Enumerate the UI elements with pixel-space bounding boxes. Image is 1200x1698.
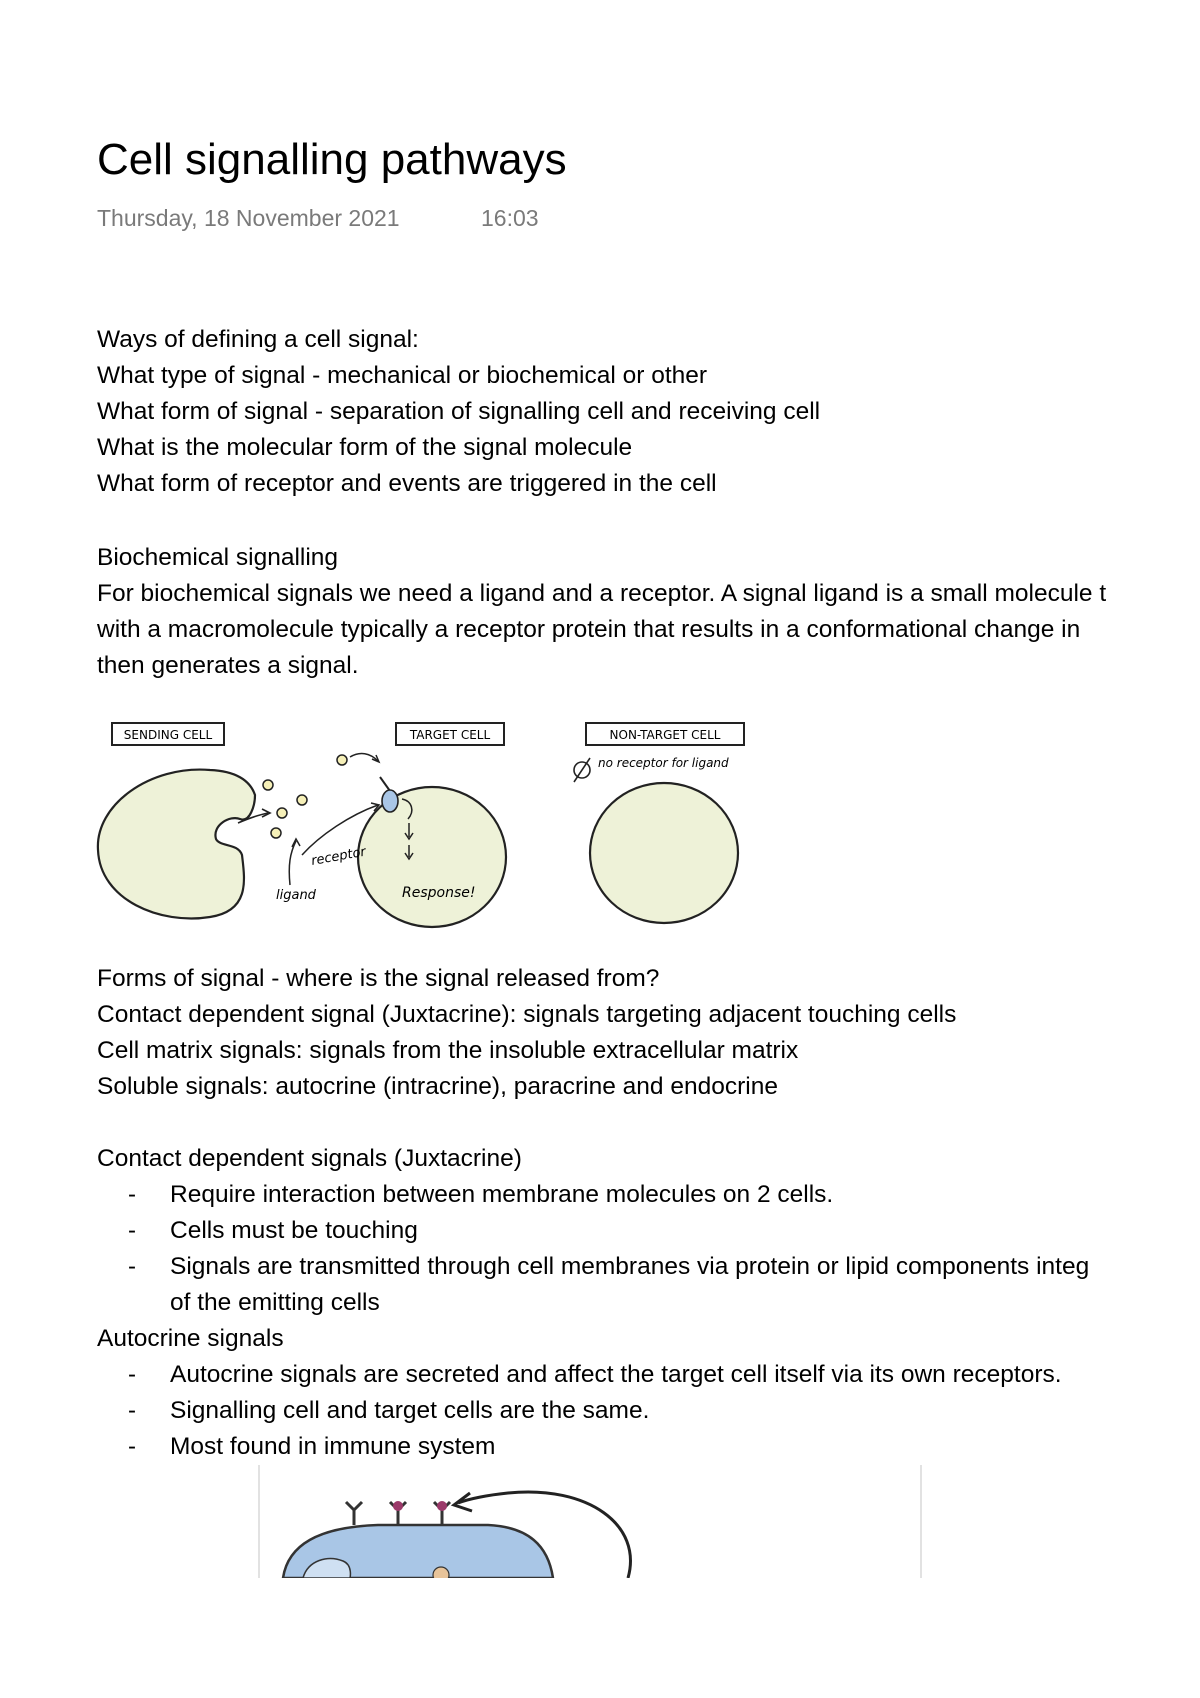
empty-set-icon [573,761,591,779]
ligand-bound [437,1501,447,1511]
non-target-cell-label: NON-TARGET CELL [610,728,721,742]
receptor-head [381,789,399,813]
target-cell-label: TARGET CELL [409,728,491,742]
target-cell-label-box [395,722,505,746]
ways-heading: Ways of defining a cell signal: [97,326,419,353]
organelle [432,1566,450,1578]
sending-cell-label: SENDING CELL [124,728,213,742]
ways-item: What form of receptor and events are tri… [97,470,717,497]
binding-arrow [349,752,379,762]
ligand-pointer [288,840,297,886]
bullet-marker: - [128,1253,136,1280]
non-target-cell-label-box [585,722,745,746]
ligand-molecule [276,807,288,819]
contact-bullet: Require interaction between membrane mol… [170,1181,834,1208]
autocrine-heading: Autocrine signals [97,1325,284,1352]
forms-item: Contact dependent signal (Juxtacrine): s… [97,1001,957,1028]
autocrine-bullet: Signalling cell and target cells are the… [170,1397,650,1424]
receptor-stalk [379,776,391,792]
target-cell [356,785,508,929]
forms-item: Cell matrix signals: signals from the in… [97,1037,799,1064]
ligand-molecule [296,794,308,806]
contact-bullet-continuation: of the emitting cells [170,1289,380,1316]
page-title: Cell signalling pathways [97,135,567,184]
contact-bullet: Signals are transmitted through cell mem… [170,1253,1090,1280]
non-target-cell [588,781,740,925]
bullet-marker: - [128,1217,136,1244]
ligand-label: ligand [276,888,317,903]
autocrine-diagram [258,1465,923,1578]
bullet-marker: - [128,1397,136,1424]
forms-item: Soluble signals: autocrine (intracrine),… [97,1073,778,1100]
autocrine-bullet: Autocrine signals are secreted and affec… [170,1361,1062,1388]
page-date: Thursday, 18 November 2021 [97,205,400,231]
ways-item: What type of signal - mechanical or bioc… [97,362,708,389]
bullet-marker: - [128,1181,136,1208]
page-time: 16:03 [481,205,539,231]
ligand-molecule [262,779,274,791]
cell-signalling-diagram: SENDING CELL TARGET CELL NON-TARGET CELL… [96,722,745,929]
nucleus [302,1557,352,1578]
response-label: Response! [402,885,475,901]
biochemical-line: then generates a signal. [97,652,359,679]
bullet-marker: - [128,1361,136,1388]
autocrine-bullet: Most found in immune system [170,1433,496,1460]
ligand-bound [393,1501,403,1511]
sending-cell-label-box [111,722,225,746]
autocrine-cell [281,1523,555,1578]
bullet-marker: - [128,1433,136,1460]
sending-cell [96,768,257,920]
biochemical-heading: Biochemical signalling [97,544,339,571]
forms-heading: Forms of signal - where is the signal re… [97,965,660,992]
contact-bullet: Cells must be touching [170,1217,418,1244]
ligand-molecule [270,827,282,839]
autocrine-feedback-arrow [457,1490,632,1578]
biochemical-line: with a macromolecule typically a recepto… [97,616,1081,643]
ligand-molecule [336,754,348,766]
ways-item: What form of signal - separation of sign… [97,398,821,425]
ways-item: What is the molecular form of the signal… [97,434,633,461]
secretion-arrow [237,812,269,824]
no-receptor-note: no receptor for ligand [598,756,729,770]
receptor-pointer [301,804,379,856]
contact-heading: Contact dependent signals (Juxtacrine) [97,1145,522,1172]
biochemical-line: For biochemical signals we need a ligand… [97,580,1107,607]
receptor-icon [344,1500,364,1525]
